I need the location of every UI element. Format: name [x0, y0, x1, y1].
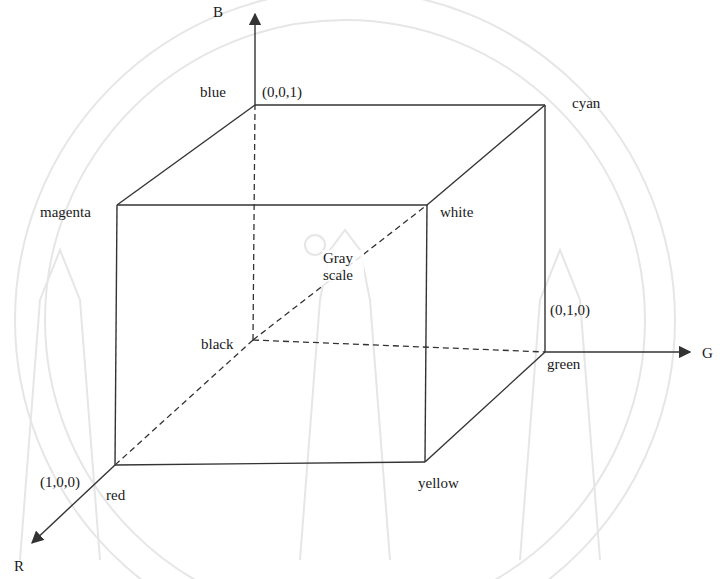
cube-edges — [115, 105, 545, 465]
vertex-label: blue — [200, 84, 226, 101]
vertex-label: green — [547, 356, 580, 373]
coordinate-label: (0,0,1) — [262, 84, 302, 101]
axis-label: R — [14, 558, 24, 575]
vertex-label: red — [106, 487, 125, 504]
hidden-edges — [115, 105, 545, 465]
vertex-label: magenta — [40, 204, 91, 221]
vertex-label: yellow — [418, 475, 459, 492]
vertex-label: white — [440, 204, 473, 221]
vertex-label: black — [200, 336, 234, 353]
vertex-label: cyan — [572, 95, 600, 112]
scale-label: Gray scale — [322, 250, 364, 285]
axes — [32, 14, 690, 543]
watermark-seal — [15, 0, 675, 579]
axis-label: G — [702, 345, 713, 362]
axis-label: B — [213, 4, 223, 21]
coordinate-label: (1,0,0) — [40, 474, 80, 491]
coordinate-label: (0,1,0) — [550, 302, 590, 319]
